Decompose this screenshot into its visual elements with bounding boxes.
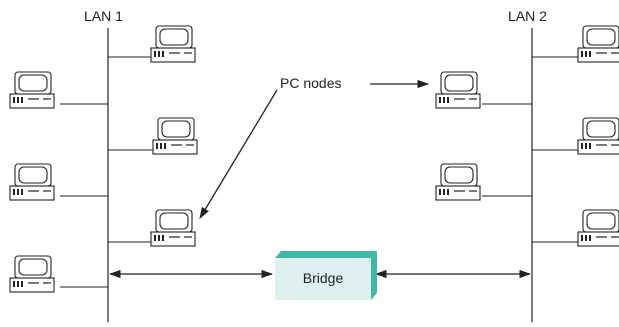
lan1-label: LAN 1 [84,8,123,24]
pc-nodes-arrow-down [199,89,278,220]
pc-icon [435,163,481,201]
pc-icon [152,117,198,155]
pc-icon [150,25,196,63]
pc-icon [9,255,55,293]
pc-icon [9,163,55,201]
pc-icon [435,71,481,109]
bridge-label: Bridge [303,270,344,286]
bridge-box [275,251,377,300]
pc-icon [150,209,196,247]
pc-icon [577,25,619,63]
pc-nodes-label: PC nodes [280,75,341,91]
lan2-label: LAN 2 [508,8,547,24]
pc-icon [577,209,619,247]
pc-icon [577,117,619,155]
pc-icon [9,71,55,109]
